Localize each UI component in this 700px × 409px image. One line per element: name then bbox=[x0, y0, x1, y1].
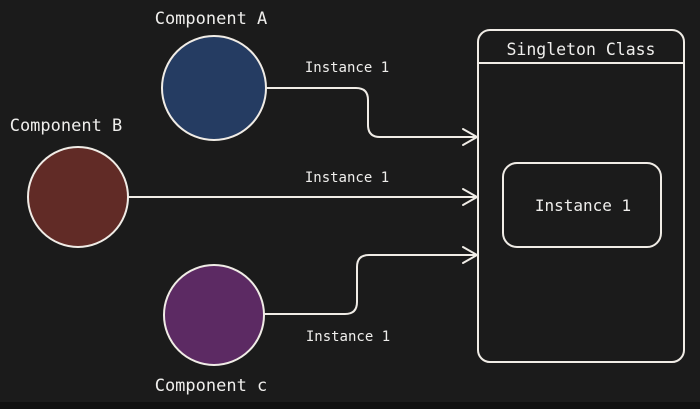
component-b-label: Component B bbox=[10, 116, 123, 136]
singleton-class-box[interactable] bbox=[477, 29, 685, 363]
component-a-node[interactable] bbox=[161, 35, 267, 141]
component-b-node[interactable] bbox=[27, 146, 129, 248]
connection-a-label: Instance 1 bbox=[305, 60, 389, 76]
component-b[interactable]: Component B bbox=[10, 116, 129, 248]
component-c[interactable]: Component c bbox=[155, 264, 268, 396]
singleton-class-title: Singleton Class bbox=[506, 40, 655, 59]
singleton-class[interactable]: Singleton Class Instance 1 bbox=[477, 29, 685, 363]
connection-c-label: Instance 1 bbox=[306, 329, 390, 345]
instance-box-label: Instance 1 bbox=[535, 196, 631, 215]
connection-a-line bbox=[265, 87, 476, 138]
connection-c[interactable]: Instance 1 bbox=[264, 246, 478, 345]
component-c-node[interactable] bbox=[163, 264, 265, 366]
connection-b-label: Instance 1 bbox=[305, 170, 389, 186]
canvas-bottom-strip bbox=[0, 402, 700, 409]
instance-box[interactable] bbox=[502, 162, 662, 248]
connection-c-line bbox=[264, 254, 476, 315]
component-a[interactable]: Component A bbox=[155, 9, 268, 141]
connection-b[interactable]: Instance 1 bbox=[127, 170, 478, 206]
component-a-label: Component A bbox=[155, 9, 268, 29]
component-c-label: Component c bbox=[155, 376, 268, 396]
